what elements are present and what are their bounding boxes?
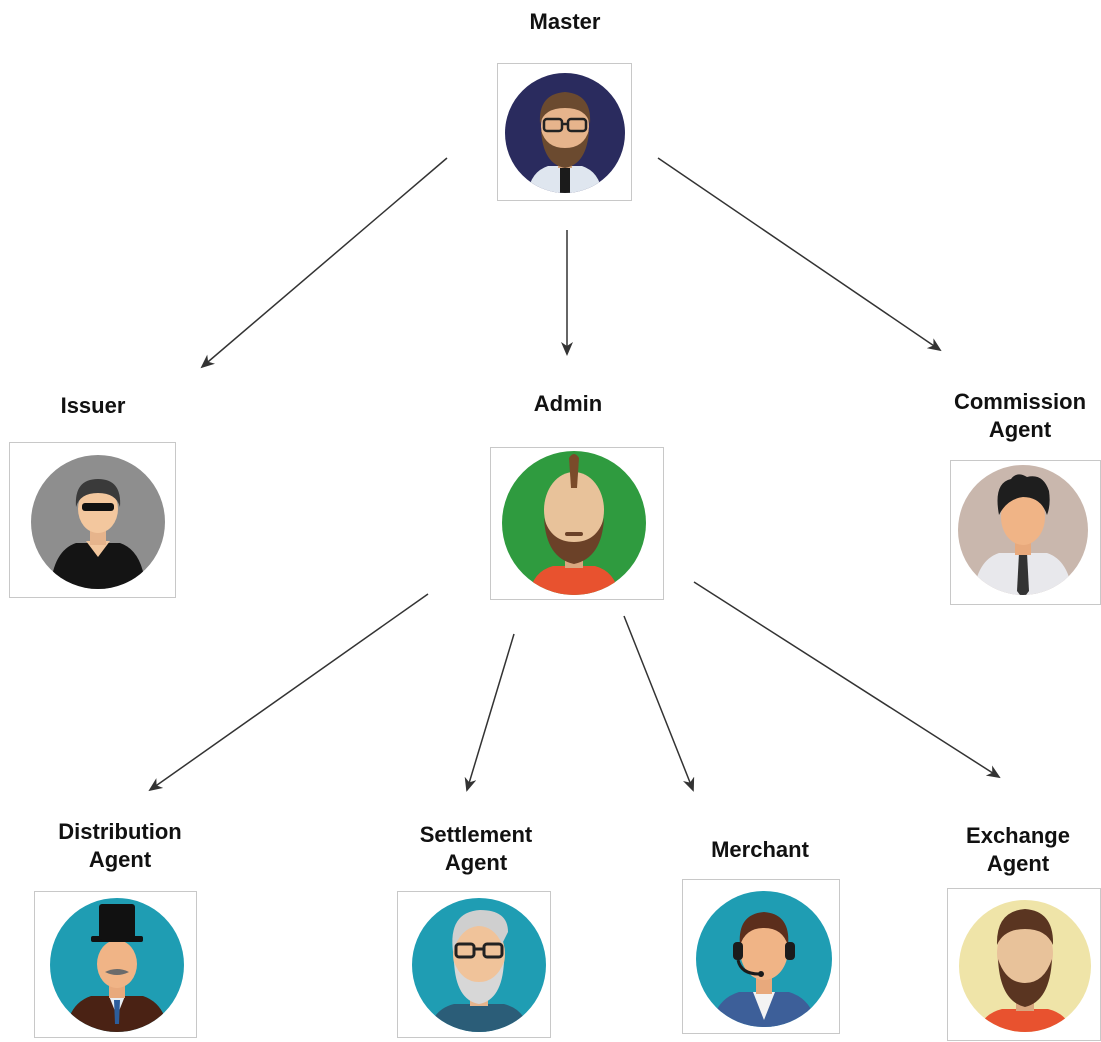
node-label-merchant: Merchant [711, 837, 809, 862]
node-commission-agent [950, 460, 1101, 605]
node-label-settlement-line2: Agent [444, 850, 508, 875]
node-label-exchange-line2: Agent [986, 851, 1050, 876]
edge-admin-merchant [623, 615, 695, 792]
node-master [497, 63, 632, 201]
edge-master-issuer [200, 157, 448, 369]
edge-admin-exchange-agent [693, 581, 1001, 779]
node-label-admin: Admin [533, 391, 603, 416]
old-man-glasses-avatar-icon [412, 898, 546, 1032]
node-label-commission-line2: Agent [988, 417, 1052, 442]
bald-bearded-man-avatar-icon [502, 451, 646, 595]
bearded-man-avatar-icon [959, 900, 1091, 1032]
node-label-settlement-line1: Settlement [419, 822, 533, 847]
edge-admin-settlement-agent [464, 633, 515, 792]
node-label-distribution-line2: Agent [88, 847, 152, 872]
businessman-tie-avatar-icon [958, 465, 1088, 595]
node-label-master: Master [529, 9, 601, 34]
node-label-exchange-agent: Exchange Agent [928, 822, 1101, 878]
node-label-exchange-line1: Exchange [966, 823, 1070, 848]
node-label-settlement-agent: Settlement Agent [386, 821, 566, 877]
node-label-commission-agent: Commission Agent [930, 388, 1101, 444]
node-admin [490, 447, 664, 600]
edge-admin-distribution-agent [148, 593, 429, 792]
node-label-issuer: Issuer [60, 393, 126, 418]
node-issuer [9, 442, 176, 598]
bearded-man-glasses-avatar-icon [505, 73, 625, 193]
top-hat-gentleman-avatar-icon [50, 898, 184, 1032]
edge-master-commission-agent [657, 157, 942, 352]
node-label-distribution-agent: Distribution Agent [30, 818, 210, 874]
node-label-commission-line1: Commission [953, 389, 1087, 414]
node-merchant [682, 879, 840, 1034]
node-settlement-agent [397, 891, 551, 1038]
node-distribution-agent [34, 891, 197, 1038]
node-exchange-agent [947, 888, 1101, 1041]
headset-operator-avatar-icon [696, 891, 832, 1027]
node-label-distribution-line1: Distribution [58, 819, 182, 844]
man-sunglasses-black-shirt-avatar-icon [31, 455, 165, 589]
